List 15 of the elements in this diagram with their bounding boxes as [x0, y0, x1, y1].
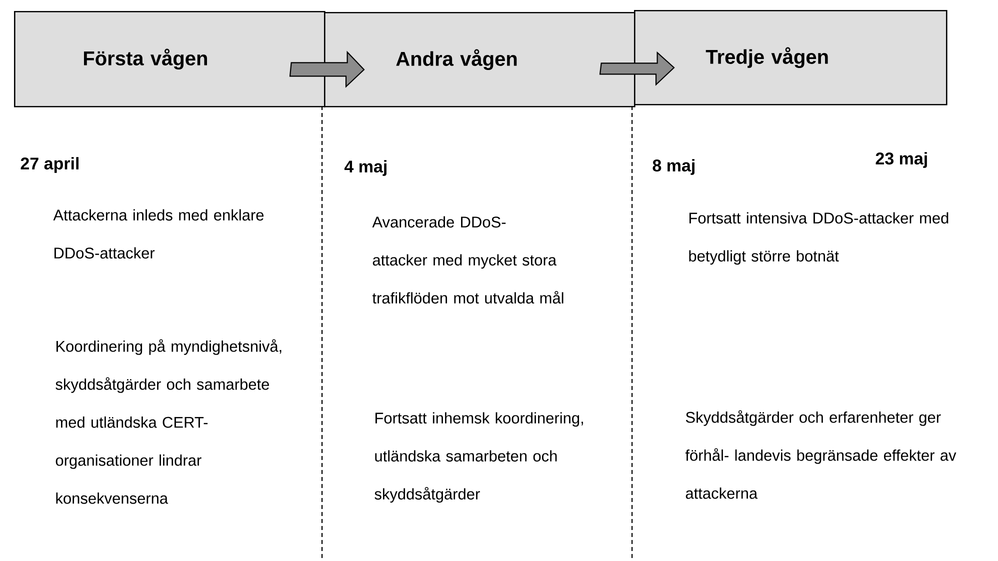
- date-label: 23 maj: [876, 152, 927, 168]
- date-label: 8 maj: [652, 159, 694, 175]
- description-text: Attackerna inleds med enklare DDoS-attacker: [53, 209, 264, 259]
- block-arrow: [289, 50, 365, 88]
- wave-box: Första vågen: [14, 11, 326, 108]
- wave-box: Tredje vågen: [634, 10, 948, 106]
- wave-box: Andra vågen: [324, 12, 636, 108]
- description-text: Fortsatt intensiva DDoS-attacker med betydligt större botnät: [689, 212, 948, 265]
- description-text: Skyddsåtgärder och erfarenheter ger förhål- landevis begränsade effekter av attackerna: [685, 410, 956, 499]
- description-text: Koordinering på myndighetsnivå, skyddsåtgärder och samarbete med utländska CERT-organisationer lindrar konsekvenserna: [56, 339, 282, 504]
- description-text: Fortsatt inhemsk koordinering, utländska samarbeten och skyddsåtgärder: [374, 412, 583, 503]
- block-arrow: [599, 51, 675, 86]
- date-label: 27 april: [20, 157, 79, 173]
- date-label: 4 maj: [344, 160, 386, 176]
- description-text: Avancerade DDoS-attacker med mycket stora trafikflöden mot utvalda mål: [372, 216, 564, 304]
